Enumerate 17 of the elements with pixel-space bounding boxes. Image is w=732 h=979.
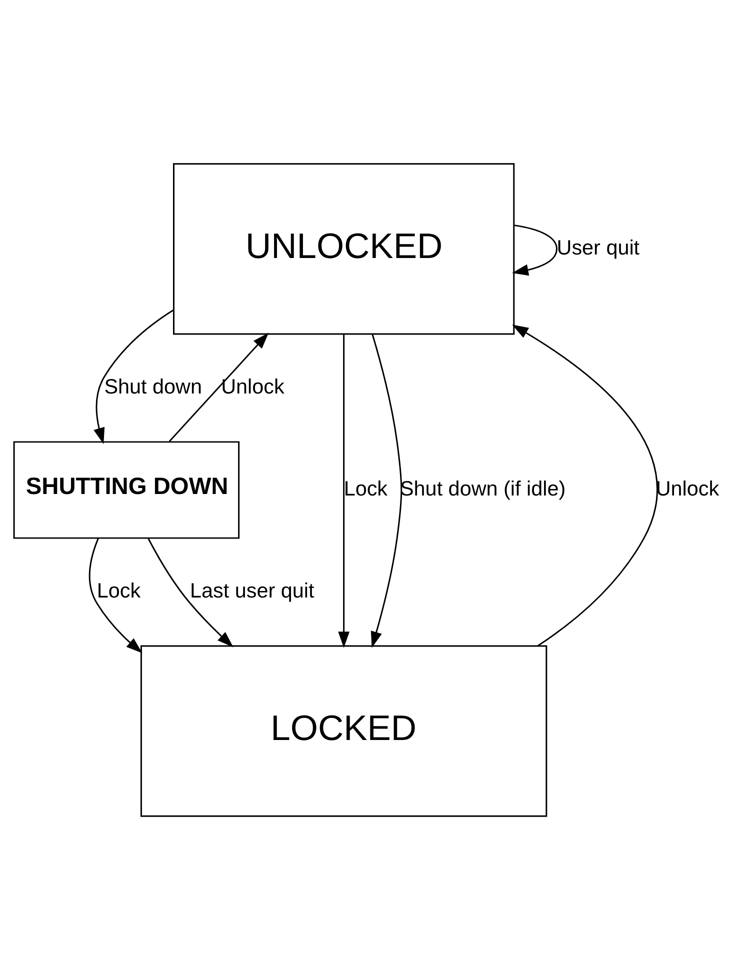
arrow xyxy=(370,334,402,648)
node-box: LOCKED xyxy=(140,644,548,816)
arrow xyxy=(512,324,658,646)
arrow xyxy=(148,538,234,647)
edge-label: Lock xyxy=(96,579,141,602)
arrow xyxy=(168,332,269,442)
arrow xyxy=(512,224,558,276)
arrow xyxy=(94,309,174,444)
node-box: UNLOCKED xyxy=(173,162,515,334)
edge-label: Lock xyxy=(344,476,388,500)
arrow xyxy=(338,334,350,648)
edge-label: Last user quit xyxy=(190,579,314,602)
edge-label: Shut down xyxy=(104,374,202,398)
edge-label: Unlock xyxy=(221,374,284,398)
edge-label: User quit xyxy=(556,236,640,259)
arrow xyxy=(88,538,142,653)
node-box: SHUTTING DOWN xyxy=(13,440,240,538)
